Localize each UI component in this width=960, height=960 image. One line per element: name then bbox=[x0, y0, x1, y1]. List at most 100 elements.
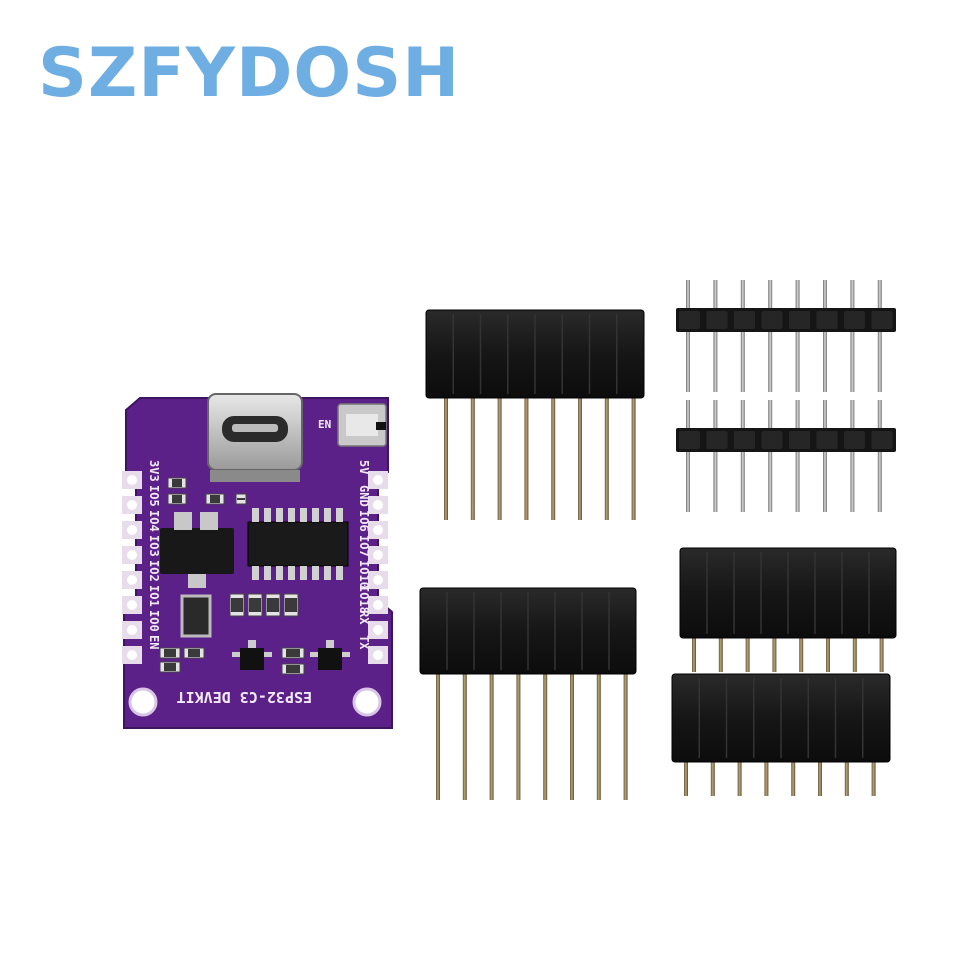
header-pin bbox=[570, 674, 574, 800]
pin-label: TX bbox=[357, 635, 371, 650]
pin-label: IO1 bbox=[147, 585, 161, 607]
header-pin bbox=[745, 638, 750, 672]
pin-label: EN bbox=[147, 635, 161, 649]
pin-hole bbox=[127, 575, 137, 585]
header-pin bbox=[470, 398, 475, 520]
header-pin bbox=[852, 638, 857, 672]
header-pin bbox=[524, 398, 529, 520]
mounting-hole bbox=[128, 687, 158, 717]
header-pin bbox=[877, 280, 882, 392]
en-button bbox=[337, 403, 387, 447]
header-pin bbox=[844, 762, 849, 796]
header-pin bbox=[684, 762, 688, 796]
header-pin bbox=[826, 638, 830, 672]
svg-text:5VGNDIO6IO7IO10IO18RXTX: 5VGNDIO6IO7IO10IO18RXTX bbox=[357, 460, 371, 650]
header-pin bbox=[850, 400, 855, 512]
header-pin bbox=[489, 674, 494, 800]
board-title: ESP32-C3 DEVKIT bbox=[177, 688, 312, 706]
pin-label: 5V bbox=[357, 460, 371, 474]
pin-hole bbox=[373, 475, 383, 485]
ic-pin bbox=[300, 566, 307, 580]
header-pin bbox=[791, 762, 796, 796]
male-headers bbox=[676, 280, 896, 512]
header-pin bbox=[436, 674, 440, 800]
header-pin bbox=[877, 400, 882, 512]
pin-hole bbox=[127, 525, 137, 535]
pin-hole bbox=[127, 475, 137, 485]
header-pin bbox=[768, 280, 773, 392]
ic-pin bbox=[336, 508, 343, 522]
inductor bbox=[180, 594, 212, 638]
pin-hole bbox=[373, 600, 383, 610]
header-pin bbox=[795, 280, 800, 392]
brand-logo-text: SZFYDOSH bbox=[38, 34, 461, 113]
ic-pin bbox=[288, 566, 295, 580]
pin-label: IO0 bbox=[147, 610, 161, 632]
pin-label: IO10 bbox=[357, 560, 371, 589]
ic-pin bbox=[300, 508, 307, 522]
pin-hole bbox=[373, 500, 383, 510]
pin-hole bbox=[127, 500, 137, 510]
header-pin bbox=[795, 400, 800, 512]
header-pin bbox=[768, 400, 773, 512]
header-pin bbox=[692, 638, 696, 672]
header-pin bbox=[543, 674, 548, 800]
esp32-c3-board: EN 3V bbox=[122, 393, 393, 729]
ic-pin bbox=[264, 566, 271, 580]
ic-pin bbox=[312, 566, 319, 580]
pin-label: IO7 bbox=[357, 535, 371, 557]
left-pin-labels: 3V3IO5IO4IO3IO2IO1IO0EN bbox=[147, 460, 161, 649]
header-pin bbox=[686, 280, 690, 392]
pin-hole bbox=[373, 575, 383, 585]
female-header bbox=[679, 547, 897, 672]
right-pin-labels: 5VGNDIO6IO7IO10IO18RXTX bbox=[357, 460, 371, 650]
header-pin bbox=[823, 400, 827, 512]
ic-pin bbox=[252, 508, 259, 522]
header-strip bbox=[676, 308, 896, 332]
header-pin bbox=[850, 280, 855, 392]
header-pin bbox=[604, 398, 609, 520]
pin-hole bbox=[373, 625, 383, 635]
pin-label: RX bbox=[357, 610, 371, 625]
right-pin-pads bbox=[368, 471, 388, 664]
left-pin-pads bbox=[122, 471, 142, 664]
pin-hole bbox=[127, 650, 137, 660]
header-pin bbox=[631, 398, 636, 520]
header-pin bbox=[497, 398, 502, 520]
usb-serial-chip bbox=[247, 508, 349, 580]
female-header bbox=[419, 587, 637, 800]
header-pin bbox=[772, 638, 777, 672]
ic-pin bbox=[252, 566, 259, 580]
ic-pin bbox=[276, 508, 283, 522]
pin-label: IO4 bbox=[147, 510, 161, 532]
header-strip bbox=[676, 428, 896, 452]
male-header bbox=[676, 400, 896, 512]
female-headers bbox=[419, 309, 897, 800]
header-pin bbox=[740, 280, 745, 392]
header-pin bbox=[823, 280, 827, 392]
male-header bbox=[676, 280, 896, 392]
en-label: EN bbox=[318, 418, 331, 431]
pin-label: IO5 bbox=[147, 485, 161, 507]
pin-hole bbox=[373, 525, 383, 535]
pin-hole bbox=[127, 600, 137, 610]
header-pin bbox=[879, 638, 884, 672]
smd-components bbox=[159, 477, 305, 675]
pin-hole bbox=[373, 550, 383, 560]
ic-pin bbox=[324, 566, 331, 580]
pin-hole bbox=[127, 625, 137, 635]
female-header bbox=[425, 309, 645, 520]
header-pin bbox=[764, 762, 769, 796]
header-pin bbox=[818, 762, 822, 796]
transistor bbox=[232, 640, 272, 670]
header-pin bbox=[462, 674, 467, 800]
header-pin bbox=[713, 280, 718, 392]
header-pin bbox=[799, 638, 804, 672]
header-pin bbox=[596, 674, 601, 800]
pin-label: IO18 bbox=[357, 585, 371, 614]
header-pin bbox=[713, 400, 718, 512]
header-pin bbox=[710, 762, 715, 796]
pin-hole bbox=[373, 650, 383, 660]
header-pin bbox=[686, 400, 690, 512]
